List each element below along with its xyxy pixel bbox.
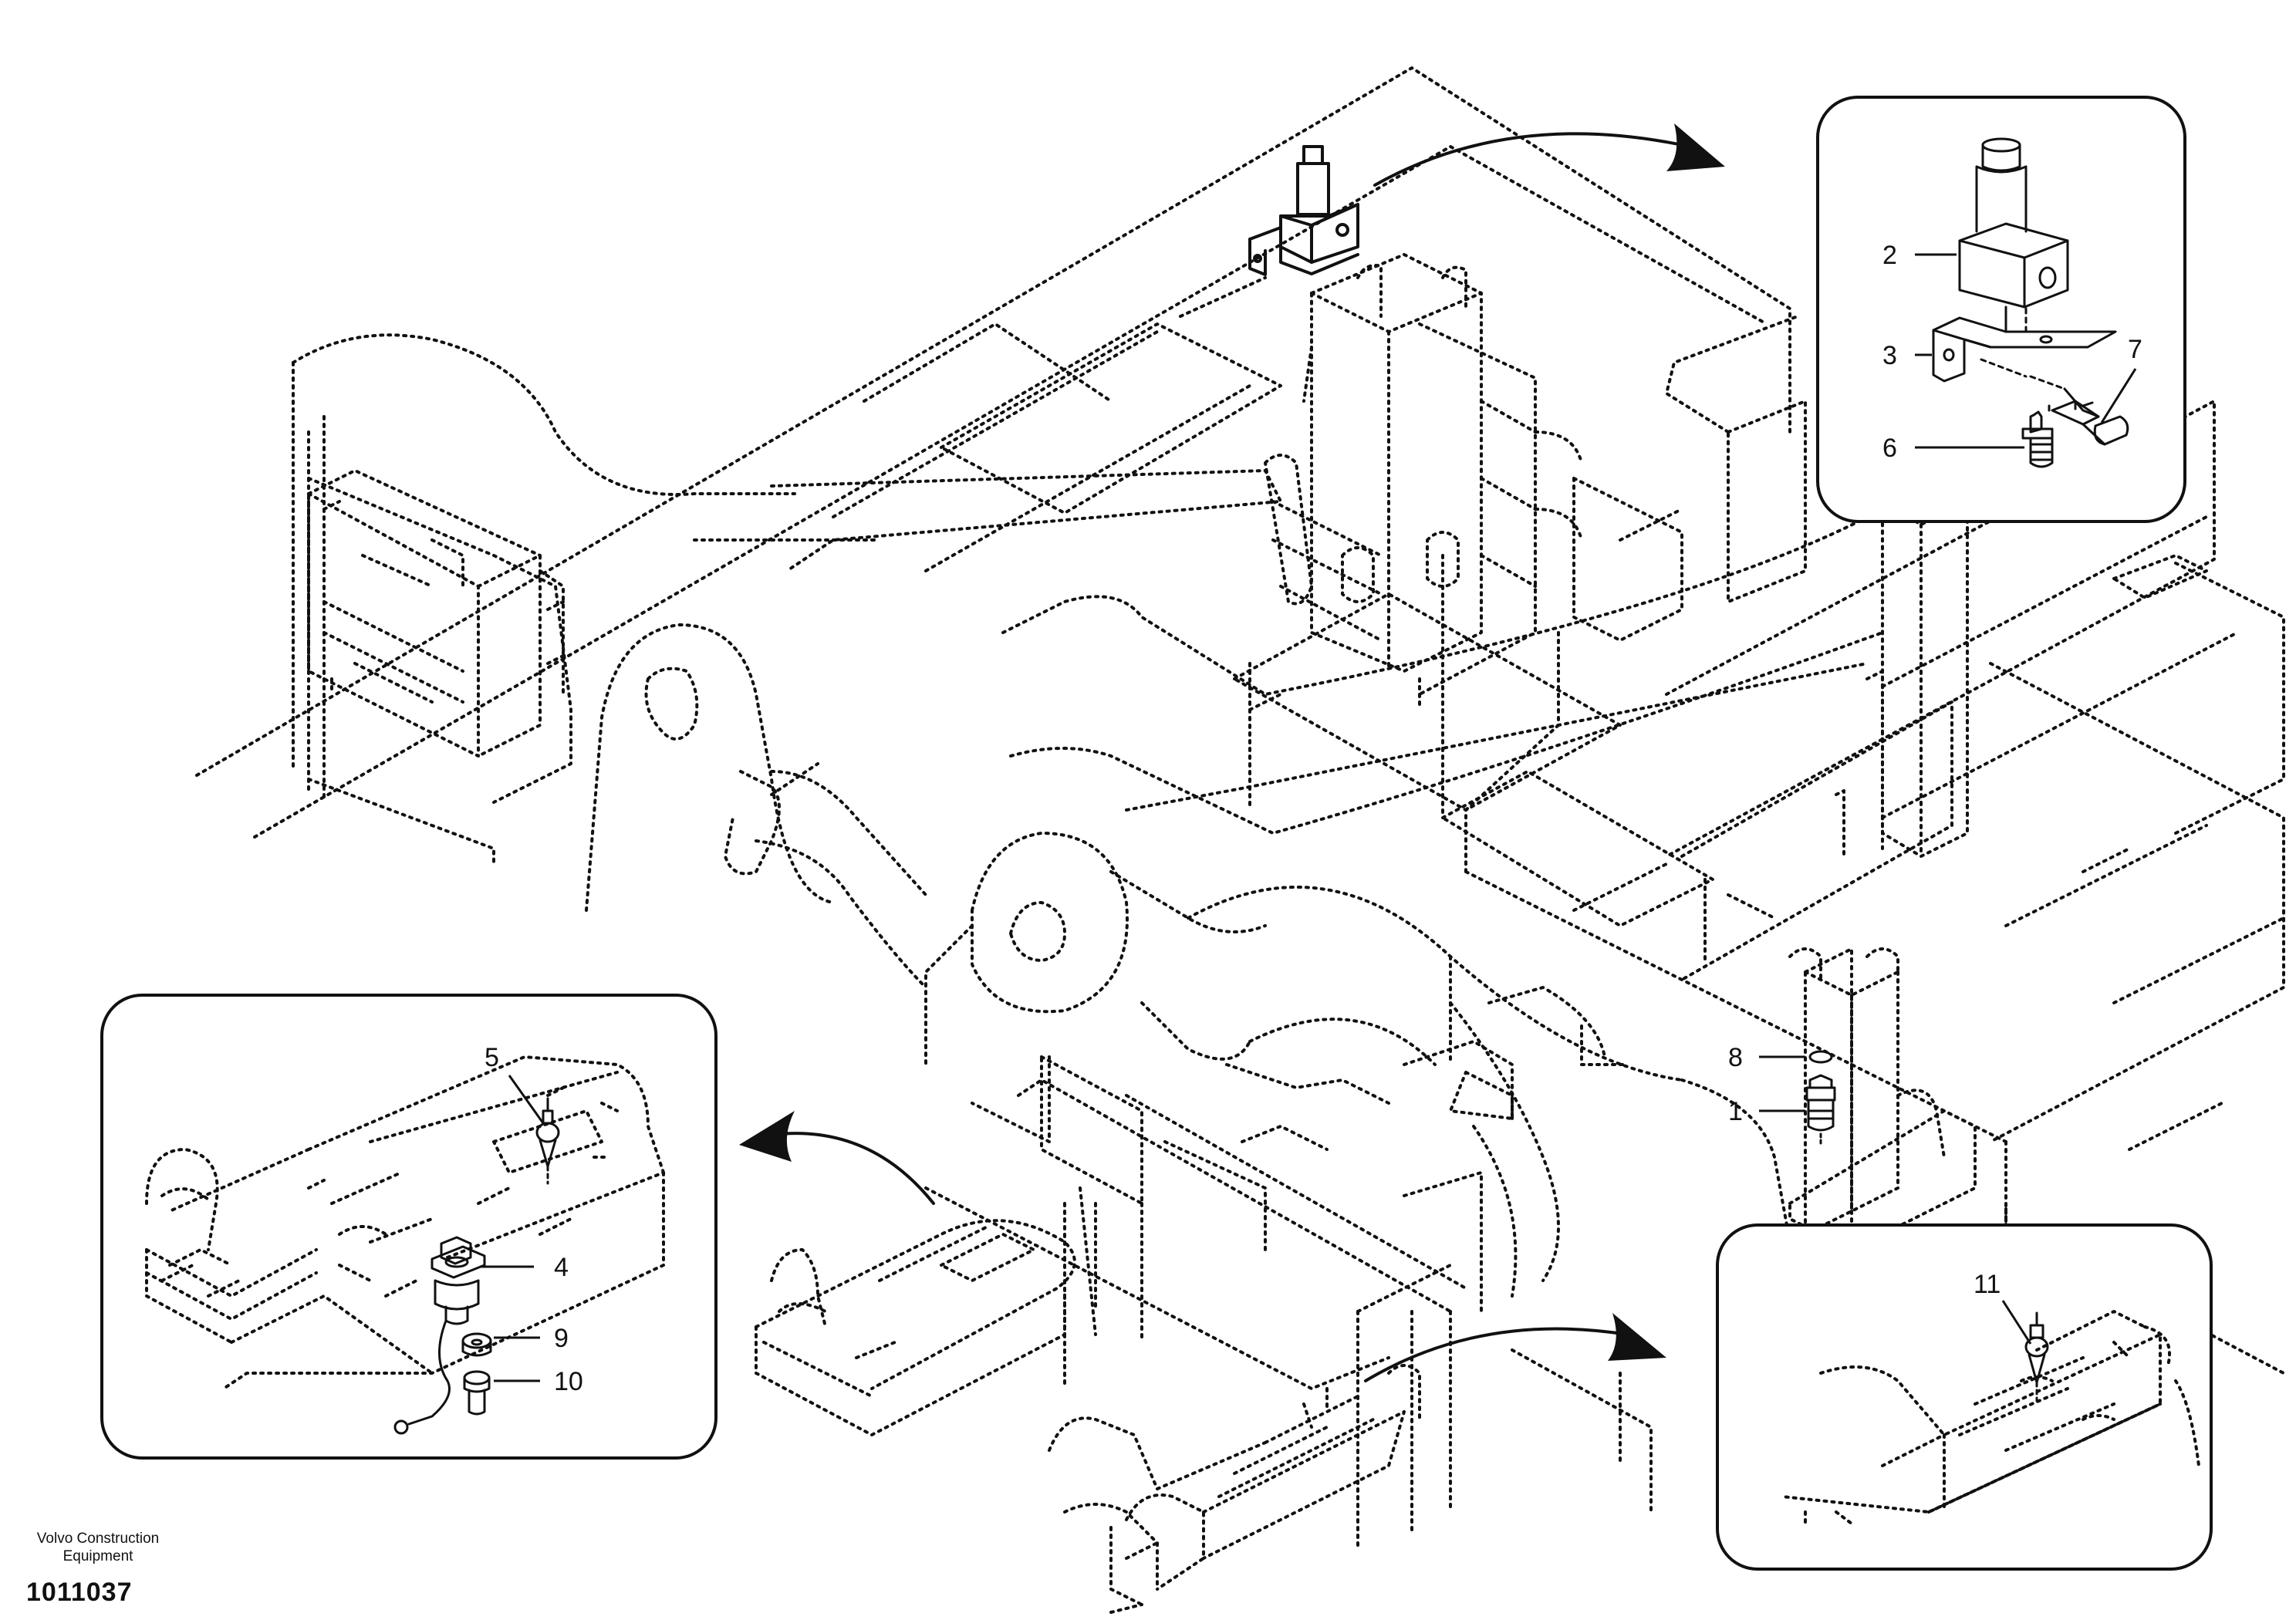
callout-6: 6 xyxy=(1882,434,1897,463)
callout-9: 9 xyxy=(554,1324,569,1353)
callout-3: 3 xyxy=(1882,341,1897,370)
callout-11: 11 xyxy=(1974,1270,2001,1299)
leader-lines xyxy=(480,253,2137,1382)
detail-switch-panel xyxy=(100,994,718,1460)
operator-controls xyxy=(755,1186,1421,1614)
publisher-line-1: Volvo Construction xyxy=(36,1531,160,1547)
callout-5: 5 xyxy=(485,1043,499,1072)
callout-2: 2 xyxy=(1882,241,1897,270)
secondary-valve xyxy=(1788,947,1977,1251)
control-valve xyxy=(1264,253,1683,711)
detail-floor-switch xyxy=(1716,1223,2213,1571)
control-unit xyxy=(307,469,565,758)
detail-solenoid-valve xyxy=(1816,96,2186,523)
publisher-caption: Volvo Construction Equipment xyxy=(17,1530,179,1565)
solenoid-valve-main xyxy=(1248,145,1359,276)
callout-1: 1 xyxy=(1728,1097,1743,1126)
publisher-line-2: Equipment xyxy=(62,1548,133,1564)
pressure-switch-items xyxy=(1805,1050,1836,1146)
reference-arrows xyxy=(739,123,1725,1382)
callout-7: 7 xyxy=(2128,335,2142,364)
callout-4: 4 xyxy=(554,1253,569,1282)
callout-numbers: 2 3 6 7 8 1 5 4 9 10 11 xyxy=(485,241,2142,1396)
callout-8: 8 xyxy=(1728,1043,1743,1072)
machine-frame xyxy=(195,66,2285,1552)
callout-10: 10 xyxy=(554,1367,583,1396)
drawing-code: 1011037 xyxy=(26,1578,133,1607)
